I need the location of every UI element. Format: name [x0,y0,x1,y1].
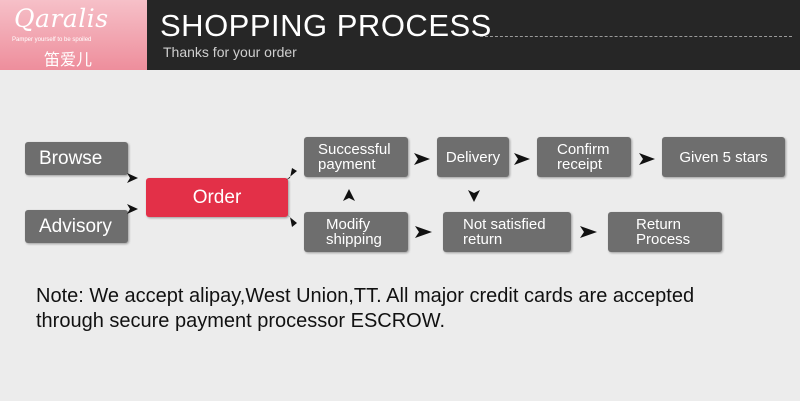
title-divider [480,36,792,37]
step-modify-shipping-line1: Modify [326,216,371,233]
step-order: Order [146,178,288,217]
arrow-order-to-modify [286,214,297,227]
payment-note: Note: We accept alipay,West Union,TT. Al… [36,284,796,334]
header-bar: Qaralis Pamper yourself to be spoiled 笛爱… [0,0,800,70]
logo-wordmark: Qaralis [14,4,109,33]
payment-note-line1: Note: We accept alipay,West Union,TT. Al… [36,285,695,307]
step-modify-shipping: Modify shipping [304,212,408,252]
step-confirm-receipt-line2: receipt [557,156,603,173]
step-return-process-line1: Return [636,216,682,233]
step-advisory: Advisory [25,210,128,243]
logo-tagline: Pamper yourself to be spoiled [12,37,92,43]
step-successful-payment: Successful payment [304,137,408,177]
step-given-5-stars-label: Given 5 stars [679,148,768,166]
arrow-delivery-to-not-satisfied [468,190,480,202]
step-browse: Browse [25,142,128,175]
arrow-order-to-payment [286,168,297,180]
arrow-browse-to-order [127,173,138,183]
arrow-modify-to-payment [343,189,355,201]
payment-note-line2: through secure payment processor ESCROW. [36,310,446,332]
step-order-label: Order [192,187,242,208]
step-successful-payment-line1: Successful [318,141,391,158]
step-return-process-line2: Process [636,231,691,248]
step-advisory-label: Advisory [39,216,112,237]
page-title: SHOPPING PROCESS [160,8,492,43]
page-subtitle: Thanks for your order [163,44,297,60]
step-browse-label: Browse [39,148,103,169]
arrow-delivery-to-confirm [514,153,530,165]
step-successful-payment-line2: payment [318,156,376,173]
step-modify-shipping-line2: shipping [326,231,382,248]
arrow-confirm-to-stars [639,153,655,165]
arrow-not-satisfied-to-return [580,226,597,238]
brand-logo[interactable]: Qaralis Pamper yourself to be spoiled 笛爱… [0,0,147,70]
step-not-satisfied-return-line1: Not satisfied [463,216,546,233]
step-delivery-label: Delivery [445,148,501,166]
step-return-process: Return Process [608,212,722,252]
step-not-satisfied-return: Not satisfied return [443,212,571,252]
step-delivery: Delivery [437,137,509,177]
logo-chinese-name: 笛爱儿 [44,50,93,69]
step-confirm-receipt-line1: Confirm [557,141,610,158]
arrow-advisory-to-order [127,204,138,214]
step-not-satisfied-return-line2: return [463,231,503,248]
arrow-modify-to-not-satisfied [415,226,432,238]
step-given-5-stars: Given 5 stars [662,137,785,177]
arrow-payment-to-delivery [414,153,430,165]
step-confirm-receipt: Confirm receipt [537,137,631,177]
